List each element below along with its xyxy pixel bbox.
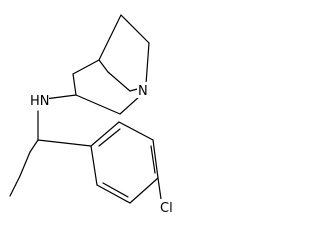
bond-c3a-c3b	[98, 14, 122, 61]
bond-c2-c2a	[75, 94, 121, 115]
ring-bond-4	[129, 177, 159, 204]
bond-c2a-n	[119, 95, 141, 115]
amine-nh-label: HN	[30, 94, 50, 109]
bond-c3b-c3c	[120, 14, 150, 44]
ring-double-1	[98, 128, 121, 147]
bond-propyl-2-3	[9, 175, 21, 197]
chlorine-label: Cl	[160, 201, 173, 216]
ring-double-2	[150, 145, 156, 174]
ring-bond-5	[96, 184, 131, 204]
atom-labels: HN N Cl	[29, 82, 178, 216]
bond-c2-nh	[44, 94, 77, 100]
molecule-diagram: HN N Cl	[9, 14, 178, 216]
bond-ch-propyl-1	[29, 139, 39, 153]
bond-c3-c2	[72, 73, 77, 96]
chlorophenyl-ring	[90, 121, 162, 204]
ring-double-3	[102, 182, 129, 198]
bond-ring-cl	[157, 177, 162, 200]
ring-bond-1	[90, 121, 120, 147]
side-chain	[9, 94, 92, 197]
bond-c3a-ca	[98, 59, 109, 73]
ring-bond-2	[118, 121, 154, 141]
ring-bond-6	[90, 145, 98, 186]
bond-ch-aryl	[37, 139, 92, 147]
quinuclidine-cage	[72, 14, 150, 115]
bond-c3c-n	[145, 42, 150, 85]
bond-ca-cb	[107, 71, 131, 92]
structure-canvas: HN N Cl	[9, 14, 178, 216]
ring-nitrogen-label: N	[138, 84, 148, 99]
ring-bond-3	[152, 139, 159, 179]
bond-c3-c3a	[72, 59, 100, 75]
bond-propyl-1-2	[19, 151, 31, 177]
